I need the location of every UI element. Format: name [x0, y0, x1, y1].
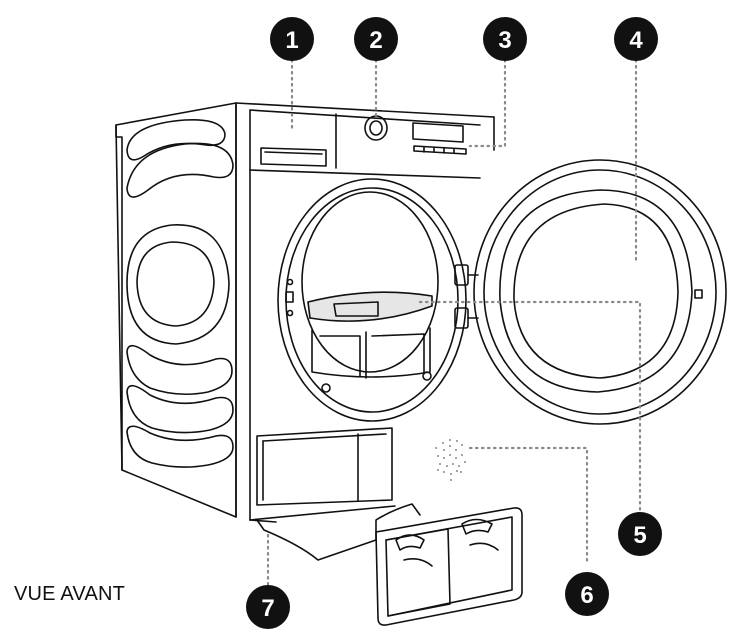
callout-5-number: 5	[633, 522, 646, 549]
callout-4-number: 4	[629, 27, 643, 54]
callout-4: 4	[614, 17, 658, 61]
callout-3: 3	[483, 17, 527, 61]
filter	[307, 291, 433, 322]
view-label: VUE AVANT	[14, 583, 126, 605]
callout-6-number: 6	[580, 582, 593, 609]
callout-6: 6	[565, 572, 609, 616]
leader-6	[468, 446, 589, 567]
callout-7: 7	[246, 585, 290, 629]
program-knob	[364, 115, 388, 141]
side-panel	[115, 102, 237, 518]
callout-1-number: 1	[285, 27, 298, 54]
callout-1: 1	[270, 17, 314, 61]
callout-2: 2	[354, 17, 398, 61]
leader-3	[468, 58, 507, 148]
callout-7-number: 7	[261, 595, 274, 622]
callout-5: 5	[618, 512, 662, 556]
detergent-drawer	[260, 147, 327, 167]
leader-5	[418, 300, 642, 514]
front-body	[235, 102, 495, 523]
water-tank	[256, 427, 523, 626]
door	[473, 159, 727, 425]
callout-2-number: 2	[369, 27, 382, 54]
leader-lines	[266, 58, 642, 587]
callout-3-number: 3	[498, 27, 511, 54]
control-panel-display	[412, 122, 467, 155]
ventilation-grille	[435, 439, 466, 481]
door-hinges	[454, 264, 479, 329]
